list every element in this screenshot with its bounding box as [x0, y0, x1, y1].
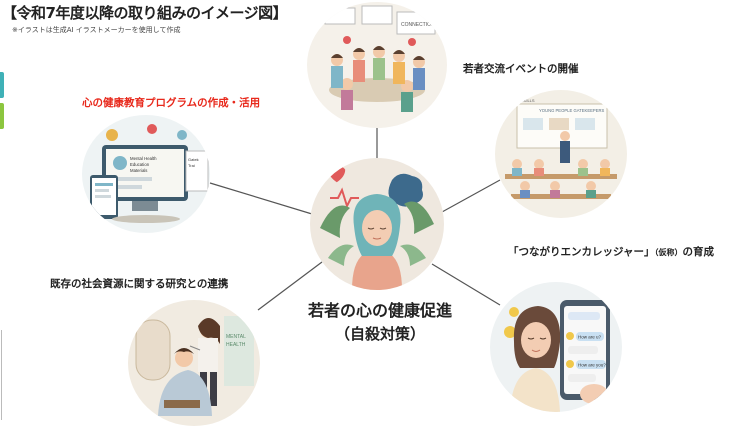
svg-text:Trai: Trai [188, 163, 195, 168]
svg-text:Materials: Materials [130, 168, 147, 173]
sign-text: CONNECTION [401, 22, 435, 28]
label-provisional: （仮称） [654, 248, 683, 257]
illustration-social-resources: MENTAL HEALTH [128, 300, 260, 426]
skills-sign: SKILLS [521, 98, 535, 103]
svg-text:Mental Health: Mental Health [130, 156, 157, 161]
edge-tab-green[interactable] [0, 103, 4, 129]
illustration-center-mental-health [310, 158, 444, 290]
connector-bottom-left [257, 261, 323, 311]
label-connection-encourager-main: 「つながりエンカレッジャー」 [508, 246, 655, 258]
edge-divider [1, 330, 2, 420]
illustration-youth-event: CONNECTION [307, 2, 447, 128]
chat-bubble-1: How are u? [578, 335, 602, 340]
illustration-connection-encourager: How are u? How are you? [490, 282, 622, 412]
connector-top-left [209, 182, 313, 215]
illustration-gatekeeper-training: YOUNG PEOPLE GATEKEEPERS SKILLS [495, 90, 627, 218]
svg-text:Education: Education [130, 162, 150, 167]
svg-text:MENTAL: MENTAL [226, 334, 246, 340]
page-title: 【令和7年度以降の取り組みのイメージ図】 [2, 4, 288, 22]
center-label: 若者の心の健康促進 （自殺対策） [300, 297, 460, 344]
illustration-note: ※イラストは生成AI イラストメーカーを使用して作成 [12, 26, 181, 34]
center-label-line2: （自殺対策） [334, 325, 425, 343]
board-title: YOUNG PEOPLE GATEKEEPERS [539, 108, 605, 113]
label-connection-encourager: 「つながりエンカレッジャー」（仮称）の育成 [508, 244, 714, 259]
edge-tab-teal[interactable] [0, 72, 4, 98]
label-education-program: 心の健康教育プログラムの作成・活用 [82, 97, 261, 109]
connector-bottom-right [431, 263, 501, 306]
center-label-line1: 若者の心の健康促進 [307, 301, 452, 320]
svg-text:HEALTH: HEALTH [226, 342, 246, 348]
connector-top-right [441, 179, 501, 213]
label-youth-exchange-event: 若者交流イベントの開催 [463, 63, 579, 75]
chat-bubble-2: How are you? [578, 363, 606, 368]
label-connection-encourager-end: の育成 [682, 246, 714, 258]
svg-text:Gatek: Gatek [188, 157, 199, 162]
illustration-education-program: Mental Health Education Materials Gatek … [82, 115, 210, 233]
label-social-resources-research: 既存の社会資源に関する研究との連携 [50, 278, 229, 290]
